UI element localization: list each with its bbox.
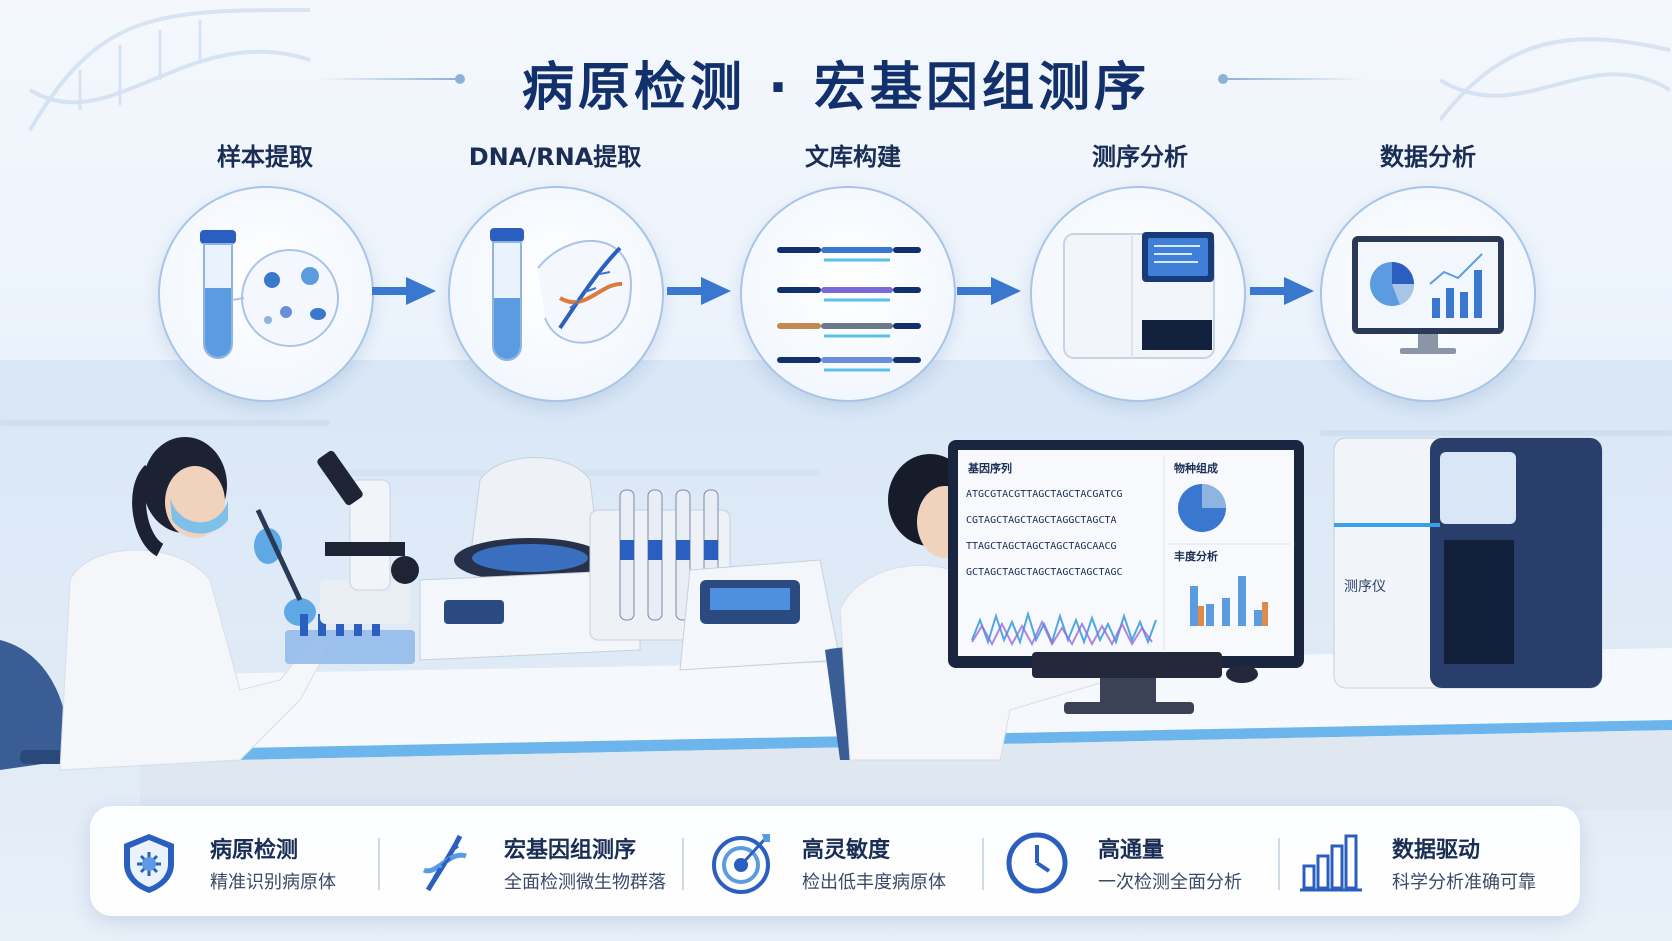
counter-cabinet	[140, 730, 1672, 810]
sequence-line: ATGCGTACGTTAGCTAGCTACGATCG	[966, 489, 1123, 500]
feature-subtitle: 一次检测全面分析	[1098, 872, 1242, 893]
feature-divider	[682, 838, 684, 890]
title-dot	[1218, 74, 1228, 84]
scientist-female	[59, 437, 331, 771]
shelf	[0, 420, 330, 426]
step-circle-data	[1320, 186, 1536, 402]
feature-title: 宏基因组测序	[504, 838, 637, 863]
title-dot	[455, 74, 465, 84]
feature-divider	[1278, 838, 1280, 890]
feature-subtitle: 全面检测微生物群落	[504, 872, 666, 893]
centrifuge	[419, 457, 641, 661]
feature-pathogen-detection: 病原检测 精准识别病原体	[90, 806, 380, 916]
feature-subtitle: 精准识别病原体	[210, 872, 336, 893]
dna-icon	[422, 834, 467, 892]
step-circle-library	[740, 186, 956, 402]
sequencer-icon	[1063, 232, 1215, 359]
sample-tube-microbes-icon	[200, 230, 339, 359]
shelf	[1320, 430, 1672, 436]
feature-divider	[378, 838, 380, 890]
sequence-line: TTAGCTAGCTAGCTAGCTAGCAACG	[966, 541, 1117, 552]
feature-title: 高灵敏度	[802, 838, 891, 863]
feature-data-driven: 数据驱动 科学分析准确可靠	[1272, 806, 1562, 916]
feature-title: 高通量	[1098, 838, 1165, 863]
library-fragments-icon	[777, 247, 921, 372]
title-divider-left	[318, 78, 458, 80]
dna-decoration-icon	[28, 8, 311, 132]
feature-bar: 病原检测 精准识别病原体 宏基因组测序 全面检测微生物群落 高灵敏度 检出低丰度…	[90, 806, 1580, 916]
tube-rack	[285, 614, 415, 664]
step-label: 文库构建	[805, 143, 901, 171]
bar-chart-icon	[1300, 834, 1362, 892]
step-5: 数据分析	[1313, 140, 1543, 174]
page-title: 病原检测 · 宏基因组测序	[522, 57, 1150, 118]
step-3: 文库构建	[738, 140, 968, 174]
step-2: DNA/RNA提取	[440, 140, 670, 174]
lab-scene	[0, 437, 1672, 810]
monitor-abundance-title: 丰度分析	[1174, 550, 1218, 563]
flow-arrow-icon	[1250, 277, 1314, 305]
feature-metagenomic-sequencing: 宏基因组测序 全面检测微生物群落	[384, 806, 674, 916]
feature-title: 数据驱动	[1392, 838, 1481, 863]
mouse	[1226, 665, 1258, 683]
step-circle-extraction	[448, 186, 664, 402]
title-divider-right	[1225, 78, 1365, 80]
analysis-monitor	[948, 440, 1304, 714]
sequence-line: CGTAGCTAGCTAGCTAGGCTAGCTA	[966, 515, 1117, 526]
step-label: 数据分析	[1380, 143, 1476, 171]
feature-subtitle: 检出低丰度病原体	[802, 872, 946, 893]
feature-subtitle: 科学分析准确可靠	[1392, 872, 1536, 893]
sequencer-label: 测序仪	[1344, 579, 1386, 595]
sequence-line: GCTAGCTAGCTAGCTAGCTAGCTAGC	[966, 567, 1123, 578]
step-label: 测序分析	[1092, 143, 1188, 171]
target-icon	[712, 834, 770, 894]
step-label: 样本提取	[217, 143, 313, 171]
flow-arrow-icon	[372, 277, 436, 305]
step-label: DNA/RNA提取	[468, 143, 642, 171]
monitor-seq-title: 基因序列	[968, 462, 1012, 475]
microscope	[317, 450, 419, 624]
feature-divider	[982, 838, 984, 890]
step-1: 样本提取	[150, 140, 380, 174]
data-monitor-icon	[1352, 236, 1504, 354]
feature-high-throughput: 高通量 一次检测全面分析	[978, 806, 1268, 916]
step-circle-sample	[158, 186, 374, 402]
feature-title: 病原检测	[210, 838, 299, 863]
step-circle-sequencing	[1030, 186, 1246, 402]
monitor-composition-title: 物种组成	[1174, 462, 1218, 475]
pcr-instrument	[679, 559, 841, 671]
flow-arrow-icon	[667, 277, 731, 305]
flow-arrow-icon	[957, 277, 1021, 305]
keyboard	[1032, 652, 1222, 678]
step-4: 测序分析	[1025, 140, 1255, 174]
shield-icon	[124, 834, 174, 893]
dna-decoration-icon	[1440, 37, 1670, 122]
dna-extraction-icon	[490, 228, 632, 361]
sequence-list: ATGCGTACGTTAGCTAGCTACGATCG CGTAGCTAGCTAG…	[966, 482, 1123, 586]
feature-high-sensitivity: 高灵敏度 检出低丰度病原体	[682, 806, 972, 916]
clock-icon	[1006, 832, 1068, 894]
sequencer-machine	[1333, 437, 1603, 689]
